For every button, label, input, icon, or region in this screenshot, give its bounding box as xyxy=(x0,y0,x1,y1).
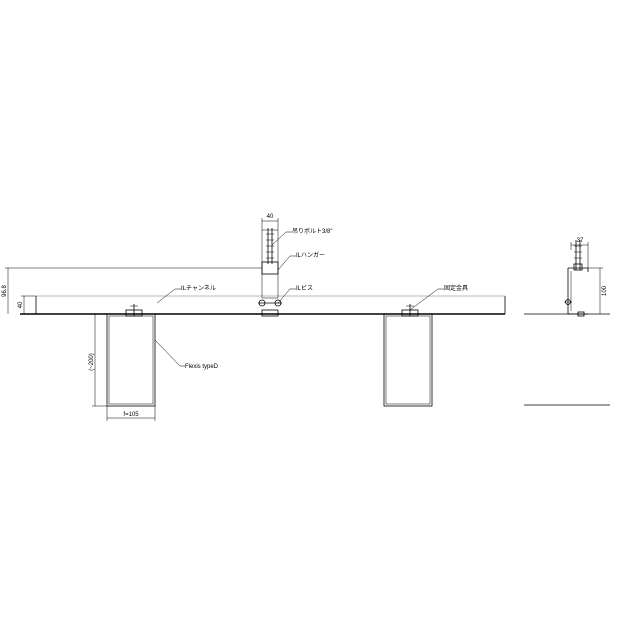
dim-height-total-text: 96.8 xyxy=(2,285,8,297)
dim-fixture-height: (~200) xyxy=(89,314,107,407)
dim-side-top-width-text: 37 xyxy=(577,238,584,244)
fixture-right xyxy=(383,313,433,407)
side-view: 37 100 xyxy=(524,238,610,406)
dim-fixture-width-text: f=105 xyxy=(123,412,139,418)
dim-channel-height-text: 40 xyxy=(18,301,24,308)
leader-screw: ILビス xyxy=(277,284,313,304)
dim-hanger-width: 40 xyxy=(261,214,279,230)
label-fixture: Flexis typeD xyxy=(185,364,219,370)
il-channel xyxy=(20,267,506,315)
dim-side-top-width: 37 xyxy=(570,238,589,268)
side-hanging-bolt xyxy=(573,240,583,271)
leader-hanging-bolt: 吊りボルト3/8" xyxy=(271,227,332,246)
label-hanger: ILハンガー xyxy=(296,251,325,259)
label-channel: ILチャンネル xyxy=(181,285,216,292)
leader-fixture: Flexis typeD xyxy=(154,339,219,370)
leader-channel: ILチャンネル xyxy=(156,285,216,304)
dim-channel-height: 40 xyxy=(18,295,36,314)
dim-side-height: 100 xyxy=(588,267,608,314)
label-fixing-bracket: 固定金具 xyxy=(444,284,468,292)
dim-side-height-text: 100 xyxy=(602,285,608,296)
fixture-left xyxy=(106,313,156,407)
label-hanging-bolt: 吊りボルト3/8" xyxy=(292,227,332,235)
dim-hanger-width-text: 40 xyxy=(267,214,274,220)
side-screw xyxy=(564,299,585,317)
front-view: 40 96.8 40 (~200) f=105 xyxy=(2,214,506,421)
side-hanger xyxy=(567,267,589,315)
dim-height-total: 96.8 xyxy=(2,267,20,314)
label-screw: ILビス xyxy=(296,284,313,292)
dim-fixture-width: f=105 xyxy=(106,406,156,421)
leader-hanger: ILハンガー xyxy=(277,251,325,271)
hanging-bolt xyxy=(266,228,274,264)
dim-fixture-height-text: (~200) xyxy=(89,353,95,371)
il-hanger xyxy=(261,229,279,299)
leader-fixing-bracket: 固定金具 xyxy=(409,284,468,311)
